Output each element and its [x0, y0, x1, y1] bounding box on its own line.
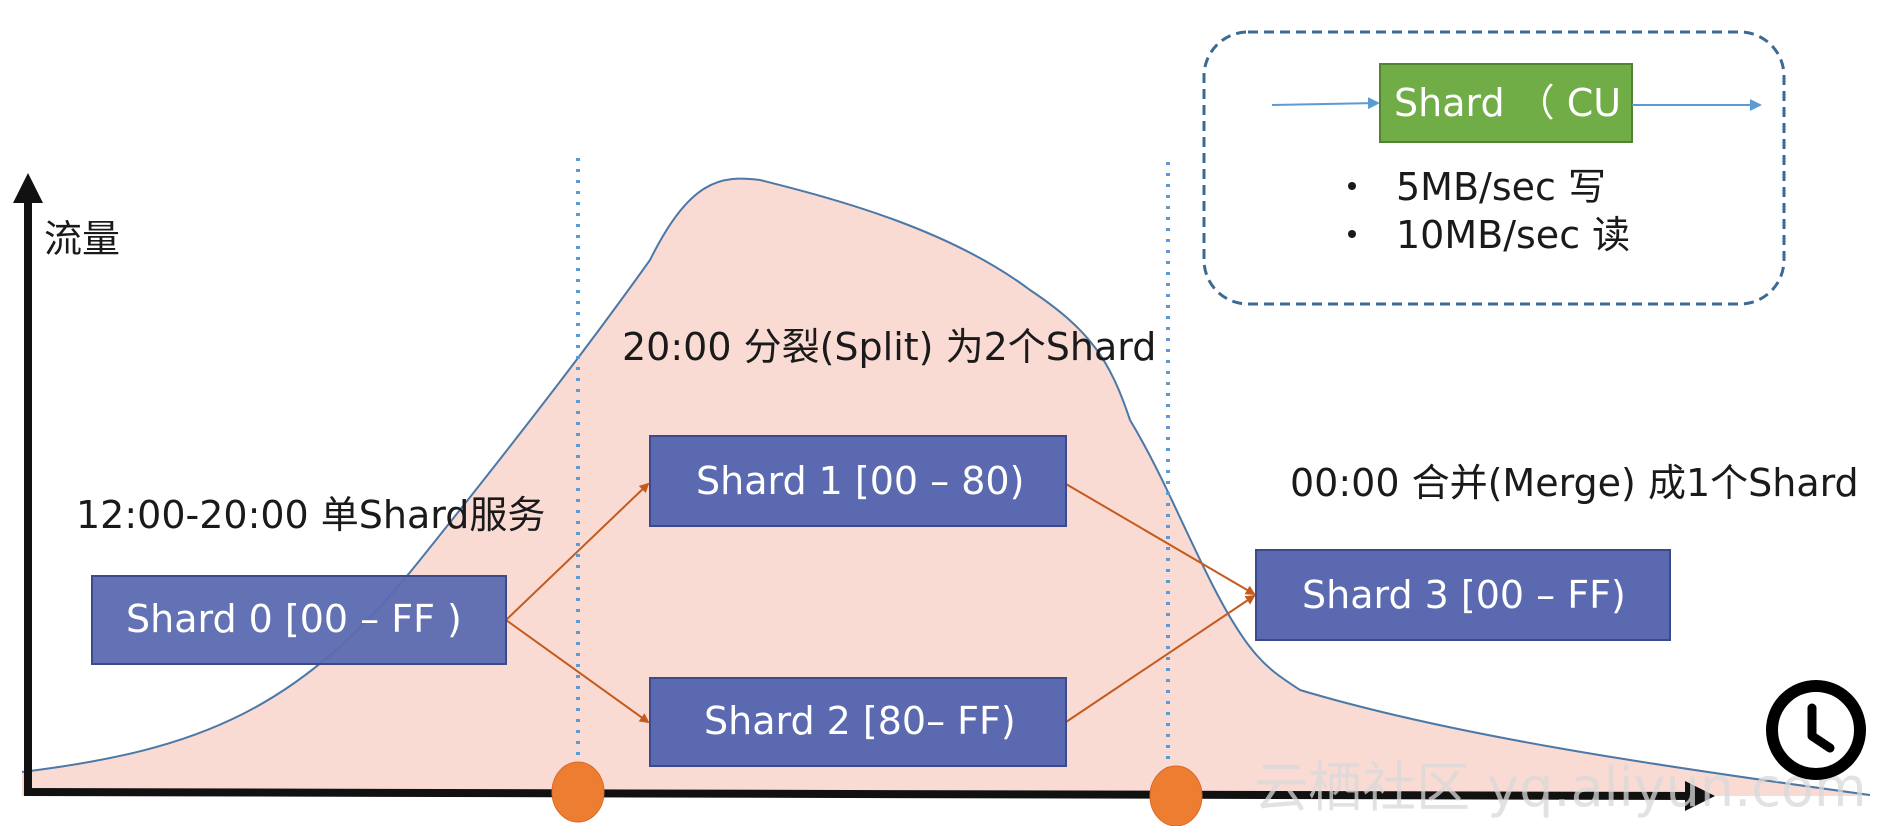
legend-bullet-dot-2: [1348, 230, 1356, 238]
arrow-shard2-to-shard3: [1065, 594, 1256, 723]
clock-icon: [1766, 680, 1866, 780]
legend-bullet-dot-1: [1348, 182, 1356, 190]
phase-single-label: 12:00-20:00 单Shard服务: [76, 493, 545, 537]
legend-bullet-1: 5MB/sec 写: [1396, 165, 1606, 209]
split-milestone: [551, 761, 605, 823]
phase-merge-label: 00:00 合并(Merge) 成1个Shard: [1290, 461, 1859, 505]
arrow-shard0-to-shard1: [505, 482, 650, 621]
shard-3-label: Shard 3 [00 – FF): [1302, 573, 1626, 617]
legend-bullet-2: 10MB/sec 读: [1396, 213, 1630, 257]
y-axis-label: 流量: [44, 217, 120, 261]
traffic-curve: [21, 177, 1871, 796]
shard-0-box: Shard 0 [00 – FF ): [91, 575, 507, 665]
legend-arrow-in: [1271, 97, 1380, 110]
legend-shard-label: Shard （ CU ）: [1394, 81, 1671, 125]
legend-shard-box: [1379, 63, 1633, 143]
shard-2-label: Shard 2 [80– FF): [704, 699, 1016, 743]
shard-1-label: Shard 1 [00 – 80): [696, 459, 1024, 503]
shard-0-label: Shard 0 [00 – FF ): [126, 597, 462, 641]
merge-milestone: [1149, 765, 1203, 826]
legend: Shard （ CU ） 5MB/sec 写 10MB/sec 读: [1202, 30, 1786, 306]
legend-frame: [1202, 30, 1786, 306]
arrow-shard1-to-shard3: [1065, 483, 1256, 596]
shard-2-box: Shard 2 [80– FF): [649, 677, 1067, 767]
shard-1-box: Shard 1 [00 – 80): [649, 435, 1067, 527]
arrow-shard0-to-shard2: [505, 619, 650, 724]
phase-split-label: 20:00 分裂(Split) 为2个Shard: [622, 325, 1156, 369]
watermark: 云栖社区 yq.aliyun.com: [1254, 756, 1867, 819]
x-axis: [23, 780, 1715, 811]
shard-3-box: Shard 3 [00 – FF): [1255, 549, 1671, 641]
